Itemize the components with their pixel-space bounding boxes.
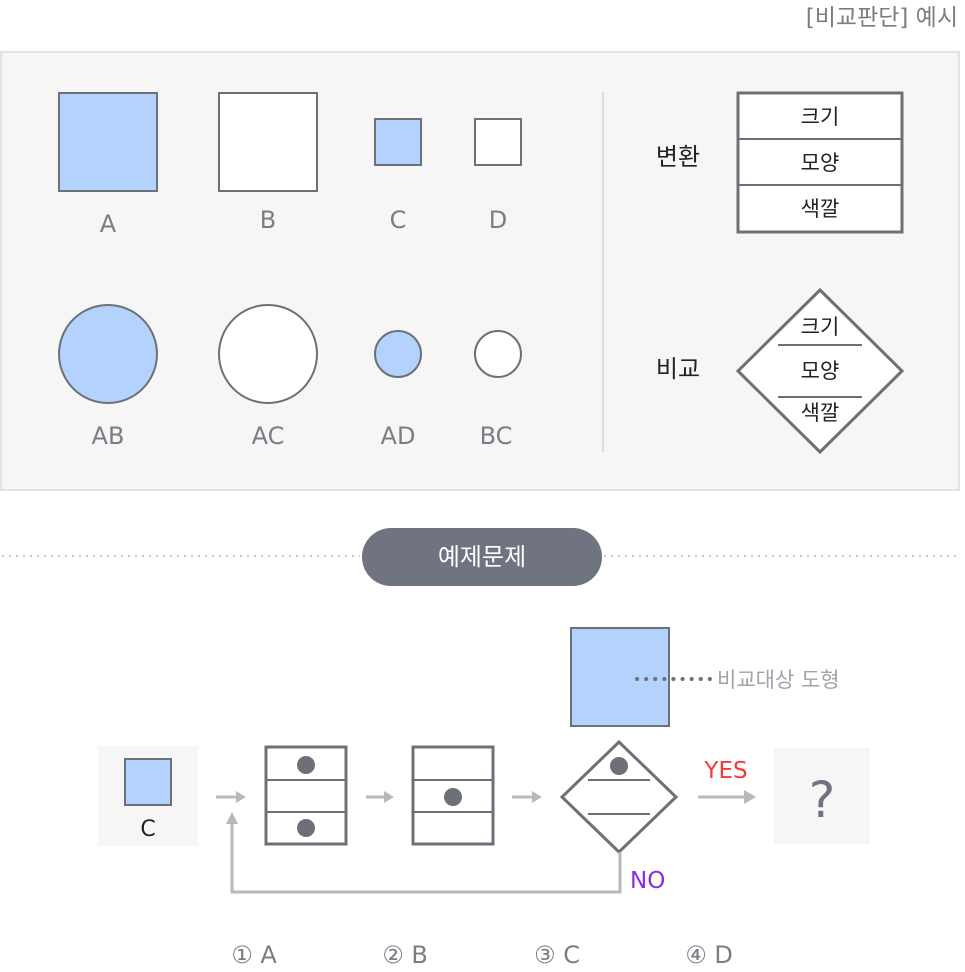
start-c-square	[124, 758, 172, 806]
no-label: NO	[630, 868, 665, 894]
target-note: 비교대상 도형	[717, 668, 840, 692]
choice-1[interactable]: ① A	[231, 941, 277, 969]
shape-label-d: D	[489, 206, 507, 234]
shape-d-square	[474, 118, 522, 166]
compare-row-color: 색깔	[801, 401, 840, 425]
transform-box	[736, 91, 904, 234]
choice-3[interactable]: ③ C	[534, 941, 580, 969]
step1-marker-color	[297, 819, 315, 837]
shape-b-square	[218, 92, 318, 192]
arrow-head	[236, 791, 246, 803]
compare-label: 비교	[656, 355, 700, 383]
shape-bc-circle	[474, 330, 522, 378]
page-title: [비교판단] 예시	[806, 5, 958, 31]
shape-label-ad: AD	[381, 422, 416, 450]
shape-ad-circle	[374, 330, 422, 378]
shape-c-square	[374, 118, 422, 166]
shape-label-b: B	[260, 206, 276, 234]
result-mark: ?	[809, 771, 836, 829]
transform-label: 변환	[656, 143, 700, 171]
shape-label-c: C	[390, 206, 407, 234]
step1-marker-size	[297, 756, 315, 774]
arrow-head	[532, 791, 542, 803]
shape-label-ab: AB	[92, 422, 125, 450]
transform-row-shape: 모양	[801, 151, 840, 175]
result-box	[774, 748, 870, 844]
arrow-head	[384, 791, 394, 803]
choice-4[interactable]: ④ D	[685, 941, 733, 969]
shape-ab-circle	[58, 304, 158, 404]
shape-label-bc: BC	[480, 422, 513, 450]
compare-diamond	[735, 287, 905, 455]
step2-marker-shape	[444, 788, 462, 806]
arrow-head	[226, 812, 238, 824]
step3-marker-size	[610, 757, 628, 775]
target-compare-square	[570, 627, 670, 727]
shape-label-ac: AC	[252, 422, 285, 450]
transform-row-size: 크기	[801, 105, 840, 129]
example-badge-label: 예제문제	[438, 543, 526, 571]
shape-a-square	[58, 92, 158, 192]
start-label: C	[140, 817, 155, 842]
shape-ac-circle	[218, 304, 318, 404]
choice-2[interactable]: ② B	[382, 941, 428, 969]
transform-row-color: 색깔	[801, 197, 840, 221]
no-loop-arrow	[230, 822, 622, 894]
example-badge	[362, 528, 602, 586]
shape-label-a: A	[100, 210, 117, 238]
compare-row-size: 크기	[801, 315, 840, 339]
yes-label: YES	[703, 758, 747, 784]
compare-row-shape: 모양	[801, 359, 840, 383]
arrow-head	[744, 790, 756, 804]
